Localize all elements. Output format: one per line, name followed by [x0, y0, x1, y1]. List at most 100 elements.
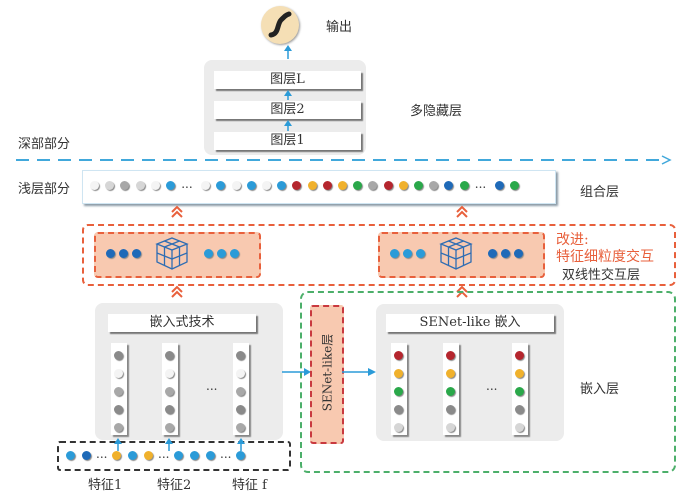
hidden-layer-L: 图层L [214, 71, 361, 89]
arrow-up-icon [284, 90, 292, 100]
combination-dots: ...... [90, 177, 550, 193]
dot-white [262, 181, 271, 190]
dot-dark_blue [132, 249, 141, 258]
dot-blue [236, 451, 245, 460]
dot-gray [429, 181, 439, 190]
dot-white [236, 369, 245, 378]
chevron-up-icon [171, 285, 183, 298]
dot-yellow [394, 369, 403, 378]
improvement-label: 改进: [556, 232, 589, 248]
combination-layer-box [82, 170, 556, 204]
bilinear-block-left [94, 232, 261, 278]
dot-blue [128, 451, 137, 460]
dot-white [231, 181, 241, 190]
hidden-layers-label: 多隐藏层 [410, 104, 463, 119]
bilinear-interaction-box [82, 224, 676, 286]
dot-red [292, 181, 302, 190]
dot-yellow [446, 369, 455, 378]
dot-yellow [307, 181, 317, 190]
dot-gray [236, 387, 245, 396]
dot-dark_blue [444, 181, 454, 190]
ellipsis: ... [220, 447, 232, 461]
dot-dark_gray [236, 405, 245, 414]
senet-embedding-title: SENet-like 嵌入 [386, 314, 554, 332]
dot-red [394, 351, 403, 360]
embedding-layer-label: 嵌入层 [580, 382, 620, 397]
dot-blue [174, 451, 183, 460]
dot-yellow [144, 451, 153, 460]
hidden-layer-2: 图层2 [214, 101, 361, 119]
ellipsis: ... [158, 447, 170, 461]
dot-dark_blue [494, 181, 504, 190]
deep-part-label: 深部部分 [18, 137, 71, 152]
cube-icon [439, 237, 473, 270]
arrow-up-icon [165, 438, 173, 451]
dot-green [394, 387, 403, 396]
dot-blue [246, 181, 256, 190]
dot-light_gray [446, 423, 455, 432]
dot-blue [66, 451, 75, 460]
dot-dark_blue [119, 249, 128, 258]
chevron-up-icon [171, 205, 183, 218]
dot-dark_gray [165, 405, 174, 414]
arrow-up-icon [284, 45, 292, 59]
dot-dark_blue [514, 249, 523, 258]
arrow-up-icon [114, 438, 122, 451]
deep-shallow-divider [16, 155, 672, 165]
dot-dark_gray [446, 405, 455, 414]
bilinear-layer-label: 双线性交互层 [562, 268, 641, 283]
dot-green [446, 387, 455, 396]
dot-yellow [112, 451, 121, 460]
hidden-layer-1: 图层1 [214, 132, 361, 150]
embedding-column [512, 343, 528, 435]
dot-green [515, 387, 524, 396]
embedding-column [391, 343, 407, 435]
embedding-column [443, 343, 459, 435]
senet-layer [310, 305, 344, 444]
dot-yellow [338, 181, 347, 190]
dot-gray [236, 423, 245, 432]
dot-blue [204, 249, 213, 258]
dot-light_gray [135, 181, 145, 190]
dot-dark_gray [114, 405, 123, 414]
dot-green [353, 181, 363, 190]
dot-gray [114, 387, 123, 396]
arrow-up-icon [237, 438, 245, 451]
combination-layer-label: 组合层 [580, 185, 620, 200]
embedding-technique-title: 嵌入式技术 [108, 314, 256, 332]
dot-gray [114, 423, 123, 432]
dot-gray [165, 423, 174, 432]
dot-red [446, 351, 455, 360]
feature-f-label: 特征 f [232, 478, 267, 493]
bilinear-block-right [378, 232, 545, 278]
dot-blue [416, 249, 425, 258]
dot-blue [190, 451, 199, 460]
feature-2-label: 特征2 [157, 478, 192, 493]
input-dots: ......... [66, 447, 284, 463]
dot-blue [216, 181, 226, 190]
dot-dark_gray [114, 351, 123, 360]
embedding-column [162, 343, 178, 435]
sigmoid-curve-icon [268, 11, 292, 38]
embedding-layer-box [300, 291, 676, 473]
dot-blue [277, 181, 287, 190]
dot-yellow [398, 181, 408, 190]
dot-light_gray [105, 181, 115, 190]
dot-blue [390, 249, 399, 258]
dot-light_gray [515, 423, 524, 432]
dot-blue [403, 249, 412, 258]
embedding-column [233, 343, 249, 435]
dot-white [201, 181, 211, 190]
input-features-box [57, 441, 291, 471]
dot-dark_gray [236, 351, 245, 360]
dot-yellow [515, 369, 524, 378]
dot-green [510, 181, 519, 190]
dot-green [459, 181, 469, 190]
dot-dark_blue [488, 249, 497, 258]
dot-blue [217, 249, 226, 258]
embedding-column [111, 343, 127, 435]
dot-dark_blue [501, 249, 510, 258]
arrow-right-icon [282, 368, 311, 376]
ellipsis: ... [474, 177, 487, 191]
dot-blue [166, 181, 175, 190]
